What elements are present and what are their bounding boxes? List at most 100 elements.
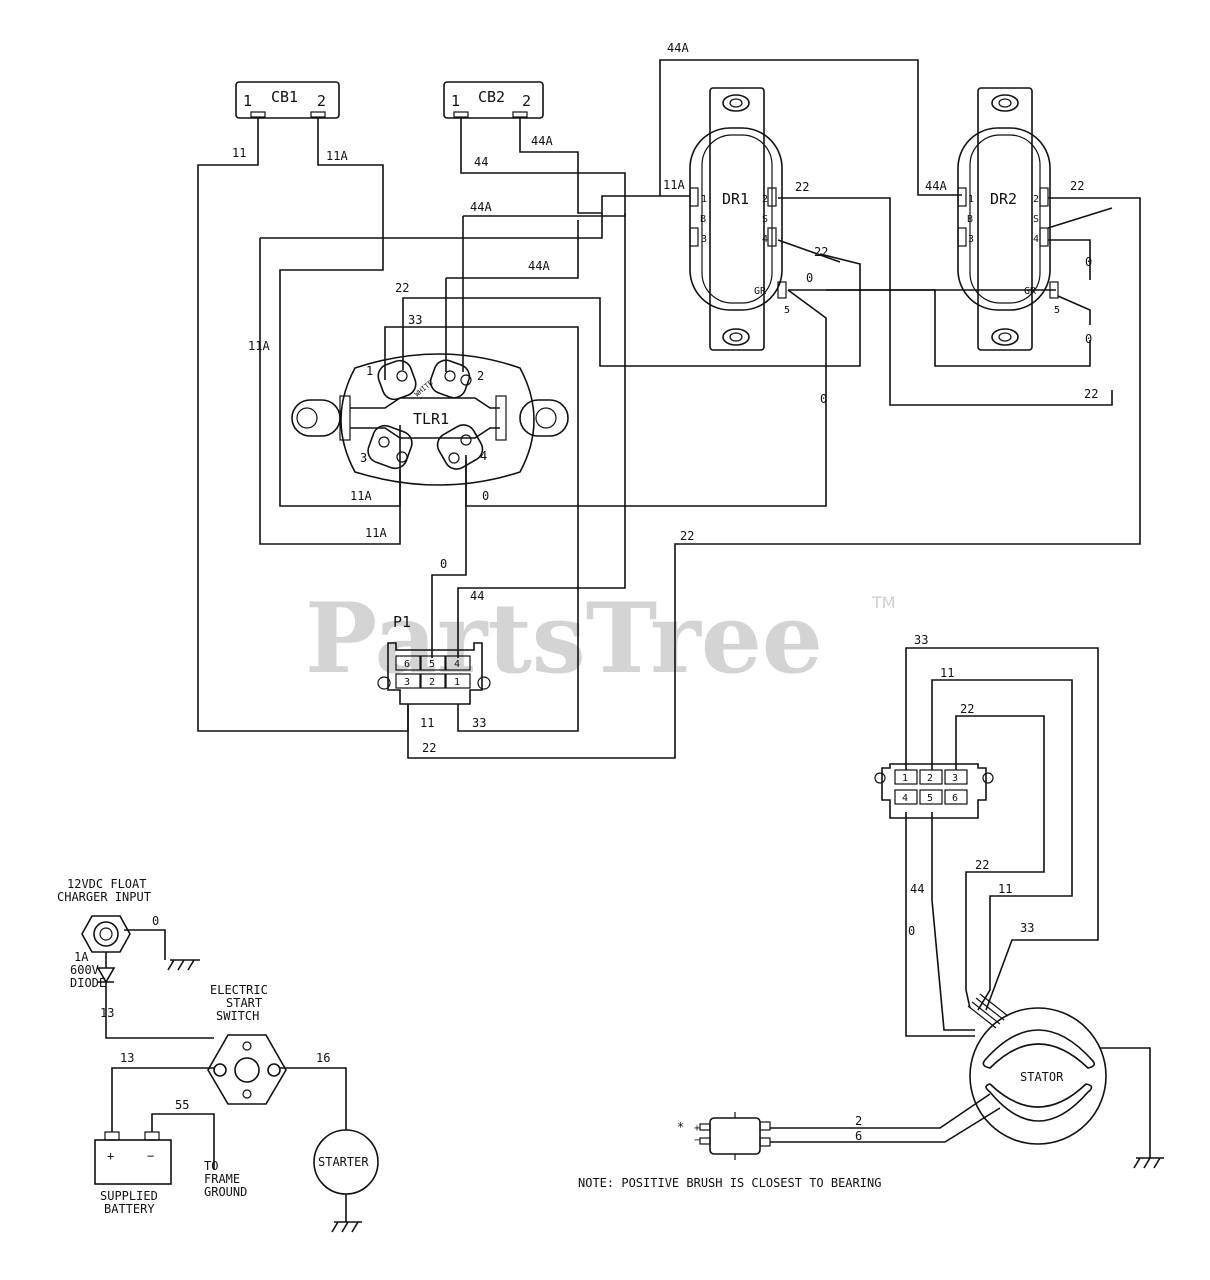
wire-label: 11A <box>248 339 270 353</box>
frame-ground-label: TO FRAME GROUND <box>204 1159 247 1199</box>
wire-label: 44 <box>474 155 488 169</box>
wire-label: 44A <box>667 41 689 55</box>
wire-label: 11A <box>663 178 685 192</box>
wire-label: 13 <box>100 1006 114 1020</box>
wire-label: 11 <box>940 666 954 680</box>
dr2-pin3: 3 <box>968 234 974 245</box>
wire-label: 22 <box>795 180 809 194</box>
switch-line1: ELECTRIC <box>210 983 268 997</box>
dr2-pin2: 2 <box>1033 194 1039 205</box>
switch-line3: SWITCH <box>216 1009 259 1023</box>
tlr1-pin3: 3 <box>360 451 367 465</box>
wire-label: 11 <box>232 146 246 160</box>
dr2-name: DR2 <box>990 190 1017 208</box>
connector-p1: P1 6 5 4 3 2 1 <box>377 613 491 705</box>
cb2-name: CB2 <box>478 88 505 106</box>
ground-icon <box>331 1221 362 1233</box>
diode-rectifier-dr1: DR1 1 B 3 2 S 4 GR 5 <box>689 87 790 351</box>
p1-pin: 1 <box>454 677 460 688</box>
ground-icon <box>1133 1157 1164 1169</box>
stator-connector: 1 2 3 4 5 6 <box>874 763 994 819</box>
tlr1-pin1: 1 <box>366 364 373 378</box>
wire-label: 2 <box>855 1114 862 1128</box>
dr2-pinB: B <box>967 214 973 225</box>
wire-label: 44A <box>470 200 492 214</box>
dr1-pin2: 2 <box>762 194 768 205</box>
receptacle-tlr1: TLR1 1 2 3 4 WHITE <box>291 353 569 486</box>
starter-motor: STARTER <box>313 1129 379 1222</box>
wire-label: 6 <box>855 1129 862 1143</box>
wire-label: 22 <box>680 529 694 543</box>
diode-icon: 1A 600V DIODE 13 <box>70 950 214 1039</box>
stator-label: STATOR <box>1020 1070 1064 1084</box>
stator-wire-labels: 33 11 22 22 11 44 33 0 2 6 <box>855 633 1034 1143</box>
dr1-pinB: B <box>700 214 706 225</box>
wire-label: 11 <box>420 716 434 730</box>
wire-label: 0 <box>1085 255 1092 269</box>
dr1-name: DR1 <box>722 190 749 208</box>
tlr1-pin2: 2 <box>477 369 484 383</box>
wire-label: 0 <box>820 392 827 406</box>
stator-wiring <box>770 647 1151 1158</box>
wire-label: 11A <box>326 149 348 163</box>
dr2-pin5: 5 <box>1054 305 1060 316</box>
wire-label: 55 <box>175 1098 189 1112</box>
wire-label: 33 <box>472 716 486 730</box>
wire-label: 22 <box>1084 387 1098 401</box>
wire-label: 13 <box>120 1051 134 1065</box>
p1-pin: 5 <box>429 659 435 670</box>
frame-ground-line1: TO <box>204 1159 218 1173</box>
ground-icon <box>167 959 200 971</box>
diode-line2: 600V <box>70 963 99 977</box>
wire-label: 44 <box>470 589 484 603</box>
diode-line1: 1A <box>74 950 89 964</box>
wire-label: 44A <box>925 179 947 193</box>
wire-label: 0 <box>1085 332 1092 346</box>
circuit-breaker-cb1: 1 CB1 2 <box>235 81 340 119</box>
dr2-pin1: 1 <box>968 194 974 205</box>
brush-minus: − <box>694 1135 700 1146</box>
cb1-pin2: 2 <box>317 92 326 110</box>
dr2-pin4: 4 <box>1033 234 1039 245</box>
dr1-pin5: 5 <box>784 305 790 316</box>
wire-label: 0 <box>440 557 447 571</box>
wire-label: 0 <box>908 924 915 938</box>
wire-label: 33 <box>914 633 928 647</box>
battery-line1: SUPPLIED <box>100 1189 158 1203</box>
stator-connector-pin: 4 <box>902 793 908 804</box>
dr2-gr: GR <box>1024 286 1037 297</box>
switch-line2: START <box>226 996 262 1010</box>
wire-label: 33 <box>1020 921 1034 935</box>
stator-connector-pin: 2 <box>927 773 933 784</box>
tlr1-marking: WHITE <box>413 379 434 399</box>
wire-label: 44 <box>910 882 924 896</box>
starter-wiring: 13 55 16 <box>111 1051 347 1170</box>
p1-pin: 6 <box>404 659 410 670</box>
battery-minus: − <box>147 1149 154 1163</box>
dr1-pin1: 1 <box>701 194 707 205</box>
brush-star: * <box>677 1120 684 1134</box>
charger-input: 12VDC FLOAT CHARGER INPUT 0 <box>57 877 166 968</box>
watermark: PartsTree <box>305 582 823 695</box>
stator-connector-pin: 5 <box>927 793 933 804</box>
brush-plus: + <box>694 1123 700 1134</box>
wire-label: 44A <box>531 134 553 148</box>
brush-note: NOTE: POSITIVE BRUSH IS CLOSEST TO BEARI… <box>578 1176 881 1190</box>
stator-connector-pin: 1 <box>902 773 908 784</box>
wire-label: 22 <box>395 281 409 295</box>
wire-label: 11 <box>998 882 1012 896</box>
wire-label: 22 <box>1070 179 1084 193</box>
tlr1-pin4: 4 <box>480 449 487 463</box>
wire-label: 44A <box>528 259 550 273</box>
p1-pin: 2 <box>429 677 435 688</box>
diode-rectifier-dr2: DR2 1 B 3 2 S 4 GR 5 <box>957 87 1060 351</box>
dr1-pin4: 4 <box>762 234 768 245</box>
frame-ground-line2: FRAME <box>204 1172 240 1186</box>
battery-plus: + <box>107 1149 114 1163</box>
p1-pin: 3 <box>404 677 410 688</box>
circuit-breaker-cb2: 1 CB2 2 <box>443 81 544 119</box>
wire-label: 0 <box>482 489 489 503</box>
wire-label: 33 <box>408 313 422 327</box>
p1-pin: 4 <box>454 659 460 670</box>
wire-label: 16 <box>316 1051 330 1065</box>
